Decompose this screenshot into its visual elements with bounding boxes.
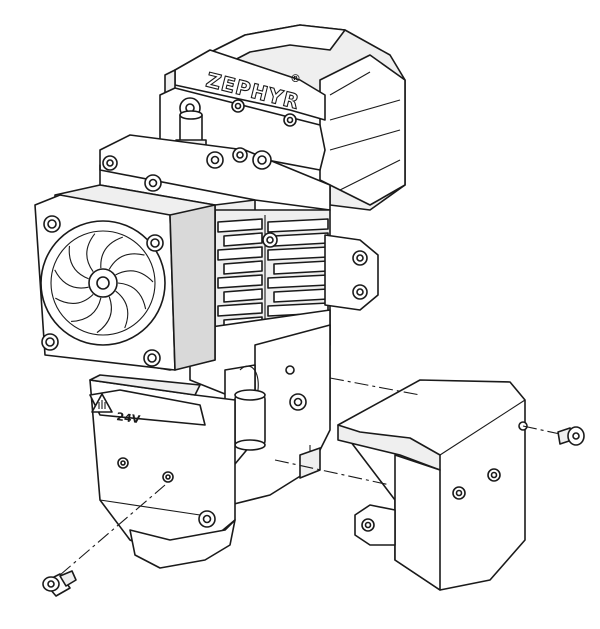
trademark-mark: ® xyxy=(290,72,301,85)
heatsink-fin xyxy=(217,302,263,317)
fan-blade xyxy=(86,233,96,272)
fan-blade xyxy=(117,282,147,310)
assembly-guide-lines xyxy=(59,377,561,576)
heat-block xyxy=(224,364,266,451)
heatsink-fin xyxy=(223,260,263,275)
heatsink-fin xyxy=(217,218,263,233)
heatsink-fin xyxy=(217,274,263,289)
heatsink-fin xyxy=(267,246,329,261)
heatsink-fin xyxy=(273,232,329,247)
fan-blade xyxy=(100,236,123,269)
mounting-tab xyxy=(324,234,379,311)
cover-plate xyxy=(337,379,528,591)
fan-duct: 24V xyxy=(89,374,236,569)
cooling-fan xyxy=(34,184,216,371)
heatsink-fin xyxy=(267,274,329,289)
fan-blade xyxy=(71,297,102,323)
heatsink-fin xyxy=(273,288,329,303)
heatsink-fin xyxy=(267,218,329,233)
fan-blade xyxy=(115,290,129,329)
fan-blade xyxy=(115,270,154,283)
screw-right xyxy=(557,426,585,446)
brand-plate: ZEPHYR ® xyxy=(159,49,326,171)
fan-blade xyxy=(108,253,145,270)
heatsink-fin xyxy=(223,288,263,303)
fan-blade xyxy=(68,245,89,280)
fan-blade xyxy=(96,296,112,334)
heatsink-fin xyxy=(223,232,263,247)
heatsink-fin xyxy=(217,246,263,261)
voltage-label: 24V xyxy=(116,410,142,426)
fan-blade xyxy=(54,269,89,289)
fan-blade xyxy=(55,293,94,304)
screw-left xyxy=(42,570,77,597)
heatsink-fin xyxy=(273,260,329,275)
